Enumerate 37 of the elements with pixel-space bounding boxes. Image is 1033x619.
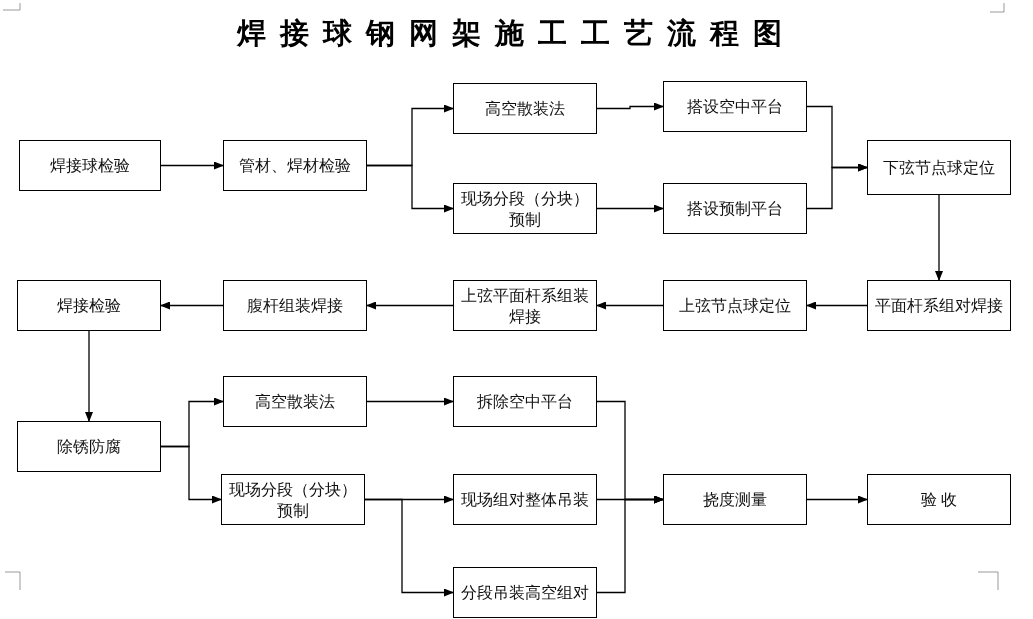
process-box: 管材、焊材检验 xyxy=(223,140,367,191)
process-box: 上弦平面杆系组装焊接 xyxy=(453,280,597,331)
arrow xyxy=(596,102,664,111)
process-box: 高空散装法 xyxy=(453,83,597,134)
process-box: 分段吊装高空组对 xyxy=(453,567,597,618)
arrow xyxy=(596,495,664,594)
arrow xyxy=(366,301,454,310)
arrow xyxy=(364,498,454,597)
arrow xyxy=(806,163,868,210)
process-box: 平面杆系组对焊接 xyxy=(867,280,1011,331)
arrow xyxy=(935,194,943,281)
process-box: 搭设预制平台 xyxy=(663,183,807,234)
process-box: 挠度测量 xyxy=(663,474,807,525)
arrow xyxy=(806,301,868,310)
process-box: 除锈防腐 xyxy=(17,421,161,472)
title: 焊接球钢网架施工工艺流程图 xyxy=(235,16,797,51)
process-box: 焊接球检验 xyxy=(19,140,161,191)
arrow xyxy=(366,397,454,406)
arrow xyxy=(596,301,664,310)
arrow xyxy=(366,164,454,213)
arrow xyxy=(806,495,868,504)
process-box: 现场组对整体吊装 xyxy=(453,474,597,525)
process-box: 搭设空中平台 xyxy=(663,81,807,132)
process-box: 验 收 xyxy=(867,474,1011,525)
process-box: 拆除空中平台 xyxy=(453,376,597,427)
arrow xyxy=(160,161,224,170)
process-box: 焊接检验 xyxy=(17,280,161,331)
process-box: 下弦节点球定位 xyxy=(867,140,1011,195)
process-box: 现场分段（分块）预制 xyxy=(221,474,365,525)
process-box: 腹杆组装焊接 xyxy=(223,280,367,331)
arrow xyxy=(85,330,93,422)
arrow xyxy=(596,204,664,213)
arrow xyxy=(160,301,224,310)
process-box: 现场分段（分块）预制 xyxy=(453,183,597,234)
arrow xyxy=(160,445,222,504)
process-box: 高空散装法 xyxy=(223,376,367,427)
process-box: 上弦节点球定位 xyxy=(663,280,807,331)
